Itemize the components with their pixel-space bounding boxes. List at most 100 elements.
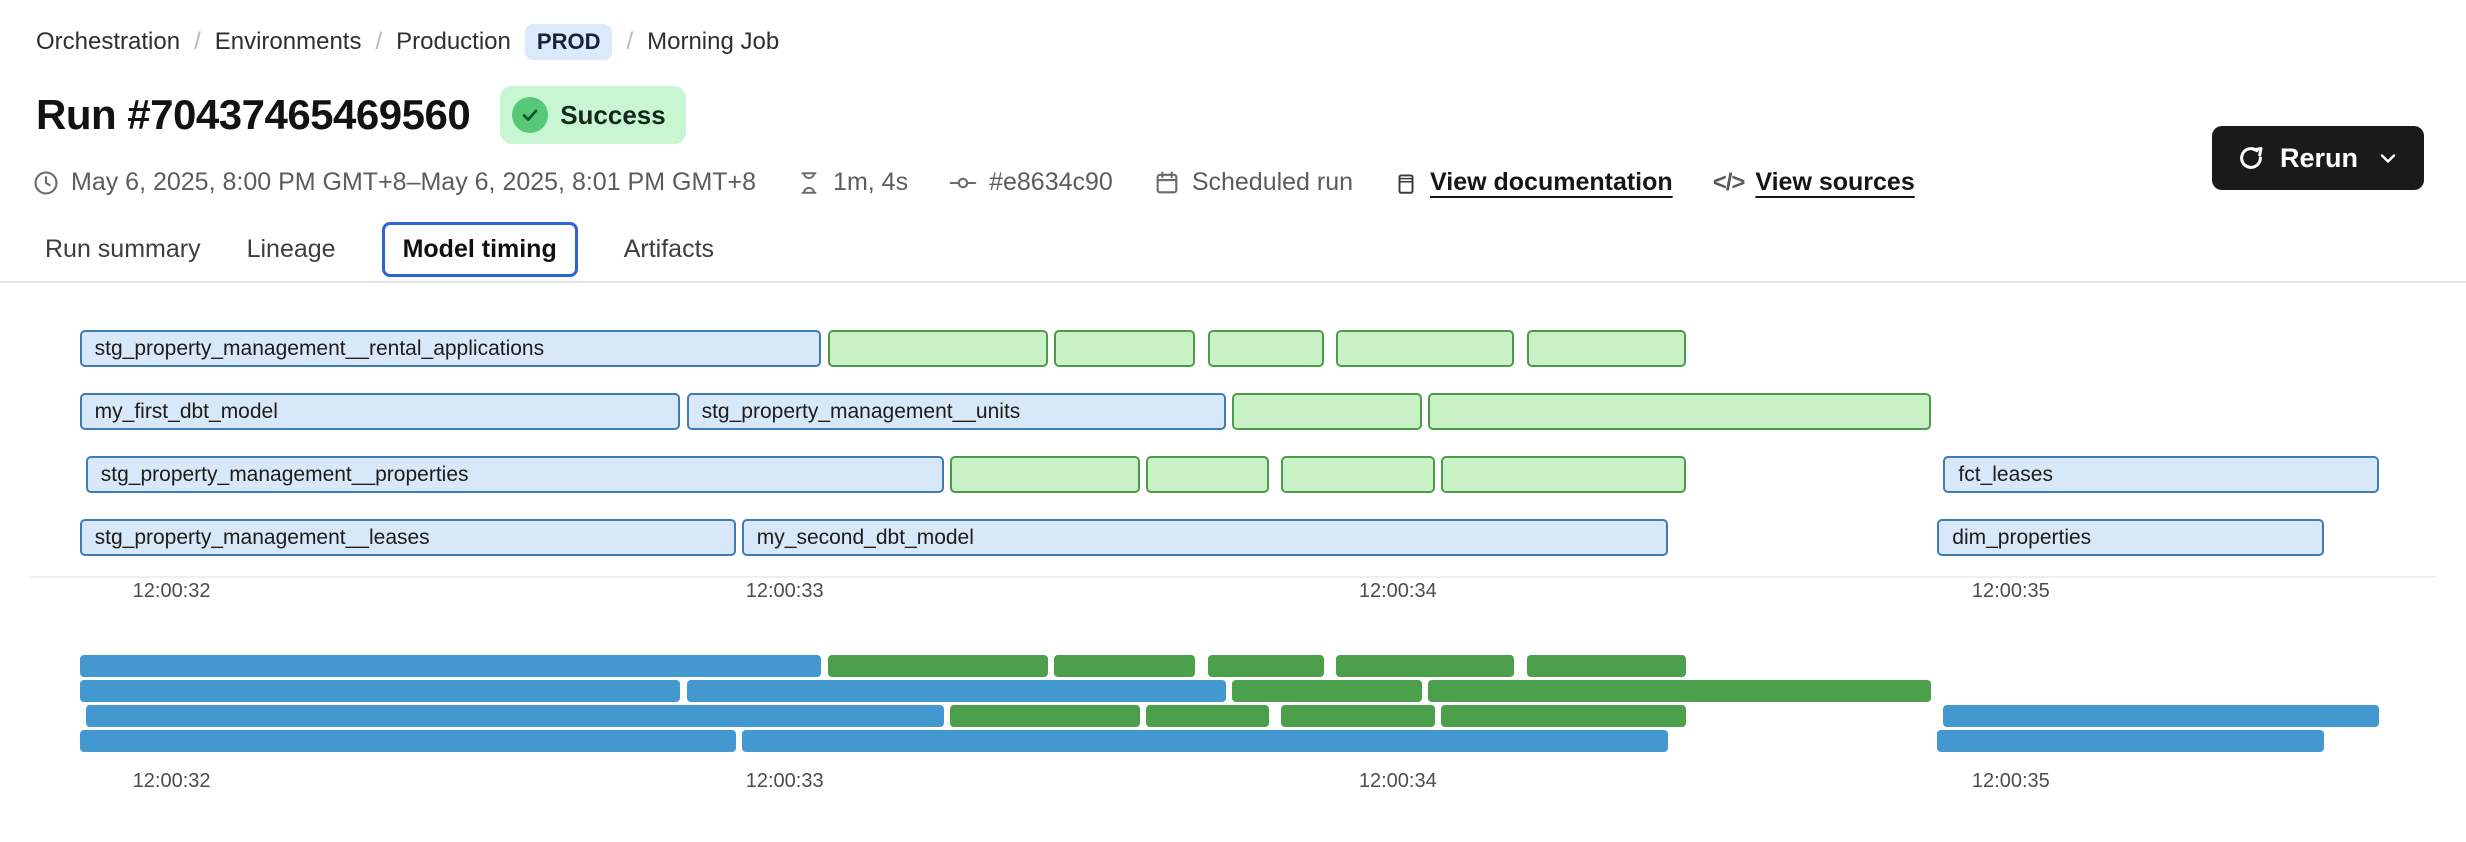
breadcrumb-separator: /	[194, 28, 201, 55]
gantt-bar[interactable]	[1281, 456, 1435, 493]
gantt-bar[interactable]	[1232, 393, 1423, 430]
axis-tick-label: 12:00:34	[1358, 770, 1437, 792]
hourglass-icon	[801, 171, 817, 194]
axis-tick-label: 12:00:35	[1971, 580, 2050, 602]
header-row: Run #70437465469560 Success	[36, 86, 686, 144]
gantt-bar-stg_property_management__leases[interactable]: stg_property_management__leases	[79, 519, 736, 556]
gantt-bar[interactable]	[1440, 456, 1686, 493]
gantt-bar-stg_property_management__leases[interactable]	[79, 730, 736, 752]
gantt-bar-label: stg_property_management__properties	[100, 462, 469, 486]
status-badge-label: Success	[560, 99, 666, 130]
gantt-bar[interactable]	[1428, 393, 1932, 430]
run-duration: 1m, 4s	[796, 168, 908, 197]
gantt-bar-dim_properties[interactable]: dim_properties	[1937, 519, 2324, 556]
tabs-divider	[0, 281, 2466, 283]
gantt-bar[interactable]	[1428, 680, 1932, 702]
run-time-range-label: May 6, 2025, 8:00 PM GMT+8–May 6, 2025, …	[71, 168, 757, 196]
gantt-bar[interactable]	[1054, 330, 1196, 367]
code-icon: </>	[1712, 168, 1746, 196]
clock-icon	[34, 170, 58, 195]
gantt-bar[interactable]	[827, 655, 1049, 677]
chevron-down-icon	[2376, 146, 2400, 170]
gantt-bar-my_second_dbt_model[interactable]: my_second_dbt_model	[741, 519, 1668, 556]
gantt-bar-stg_property_management__units[interactable]	[686, 680, 1227, 702]
view-documentation-link[interactable]: View documentation	[1430, 168, 1673, 196]
gantt-bar-fct_leases[interactable]: fct_leases	[1943, 456, 2379, 493]
run-tabs: Run summary Lineage Model timing Artifac…	[45, 222, 714, 277]
gantt-bar-label: dim_properties	[1952, 525, 2092, 549]
commit-hash: #e8634c90	[948, 168, 1113, 197]
gantt-bar-label: fct_leases	[1958, 462, 2053, 486]
document-icon	[1398, 173, 1414, 194]
gantt-bar-stg_property_management__rental_applications[interactable]: stg_property_management__rental_applicat…	[79, 330, 822, 367]
tab-run-summary[interactable]: Run summary	[45, 235, 201, 263]
gantt-bar-dim_properties[interactable]	[1937, 730, 2324, 752]
breadcrumb-separator: /	[375, 28, 383, 55]
commit-icon	[949, 177, 977, 188]
gantt-bar[interactable]	[1146, 456, 1270, 493]
gantt-bar-my_first_dbt_model[interactable]: my_first_dbt_model	[79, 393, 681, 430]
gantt-bar[interactable]	[1232, 680, 1423, 702]
breadcrumb-environments[interactable]: Environments	[214, 28, 362, 55]
gantt-bar[interactable]	[827, 330, 1049, 367]
gantt-bar[interactable]	[1526, 655, 1686, 677]
view-documentation[interactable]: View documentation	[1393, 168, 1673, 197]
gantt-bar[interactable]	[1336, 655, 1515, 677]
tab-artifacts[interactable]: Artifacts	[623, 235, 715, 263]
view-sources-link[interactable]: View sources	[1755, 168, 1915, 196]
gantt-bar[interactable]	[1146, 705, 1270, 727]
run-meta-row: May 6, 2025, 8:00 PM GMT+8–May 6, 2025, …	[32, 168, 1915, 197]
breadcrumb-orchestration[interactable]: Orchestration	[36, 28, 181, 55]
gantt-bar[interactable]	[1281, 705, 1435, 727]
gantt-bar-stg_property_management__properties[interactable]	[85, 705, 945, 727]
run-trigger: Scheduled run	[1153, 168, 1353, 197]
gantt-bar[interactable]	[1336, 330, 1515, 367]
gantt-bar[interactable]	[950, 456, 1141, 493]
axis-tick-label: 12:00:33	[745, 770, 824, 792]
breadcrumb: Orchestration / Environments / Productio…	[36, 24, 779, 60]
run-duration-label: 1m, 4s	[833, 168, 909, 196]
gantt-bar-stg_property_management__rental_applications[interactable]	[79, 655, 822, 677]
axis-tick-label: 12:00:32	[132, 770, 211, 792]
commit-hash-label: #e8634c90	[989, 168, 1113, 196]
gantt-bar-my_second_dbt_model[interactable]	[741, 730, 1668, 752]
axis-tick-label: 12:00:34	[1358, 580, 1437, 602]
refresh-icon	[2236, 143, 2266, 173]
gantt-bar-my_first_dbt_model[interactable]	[79, 680, 681, 702]
gantt-bar-label: my_first_dbt_model	[94, 399, 278, 423]
environment-badge: PROD	[524, 24, 613, 60]
gantt-bar[interactable]	[1207, 655, 1325, 677]
gantt-bar-label: stg_property_management__leases	[94, 525, 430, 549]
model-timing-minimap[interactable]	[49, 655, 2440, 752]
run-time-range: May 6, 2025, 8:00 PM GMT+8–May 6, 2025, …	[32, 168, 756, 197]
axis-divider	[30, 576, 2436, 578]
calendar-icon	[1156, 170, 1178, 193]
gantt-bar[interactable]	[1440, 705, 1686, 727]
breadcrumb-production[interactable]: Production	[396, 28, 511, 55]
breadcrumb-morning-job[interactable]: Morning Job	[647, 28, 780, 55]
view-sources[interactable]: </> View sources	[1713, 168, 1915, 197]
gantt-bar-label: stg_property_management__units	[701, 399, 1021, 423]
tab-lineage[interactable]: Lineage	[246, 235, 336, 263]
run-trigger-label: Scheduled run	[1191, 168, 1354, 196]
rerun-button[interactable]: Rerun	[2211, 126, 2424, 190]
axis-tick-label: 12:00:33	[745, 580, 824, 602]
status-badge: Success	[500, 86, 686, 144]
axis-tick-label: 12:00:35	[1971, 770, 2050, 792]
gantt-bar-stg_property_management__units[interactable]: stg_property_management__units	[686, 393, 1227, 430]
page-title: Run #70437465469560	[36, 91, 471, 138]
gantt-bar-label: stg_property_management__rental_applicat…	[94, 336, 545, 360]
tab-model-timing[interactable]: Model timing	[381, 222, 578, 277]
breadcrumb-separator: /	[626, 28, 634, 55]
gantt-bar[interactable]	[950, 705, 1141, 727]
minimap-time-axis: 12:00:32 12:00:33 12:00:34 12:00:35	[49, 770, 2440, 796]
rerun-button-label: Rerun	[2279, 142, 2358, 173]
gantt-bar[interactable]	[1054, 655, 1196, 677]
gantt-bar-stg_property_management__properties[interactable]: stg_property_management__properties	[85, 456, 945, 493]
gantt-bar-fct_leases[interactable]	[1943, 705, 2379, 727]
gantt-bar[interactable]	[1526, 330, 1686, 367]
gantt-bar[interactable]	[1207, 330, 1325, 367]
gantt-bar-label: my_second_dbt_model	[756, 525, 974, 549]
